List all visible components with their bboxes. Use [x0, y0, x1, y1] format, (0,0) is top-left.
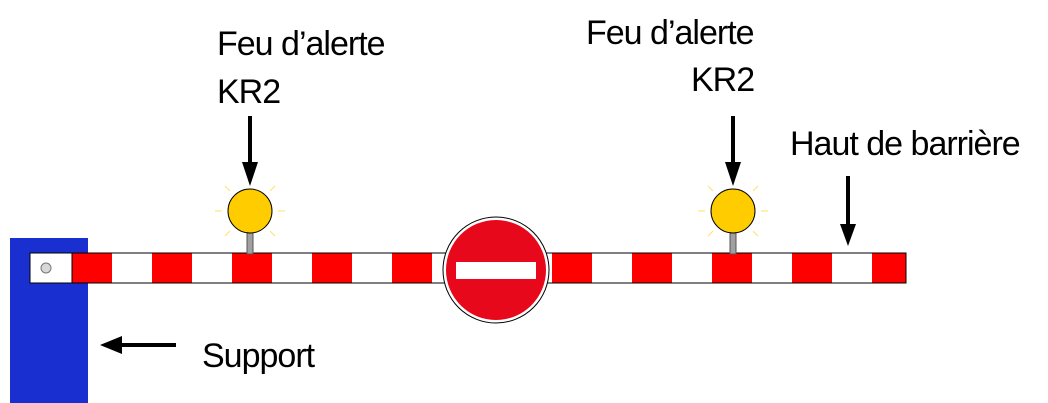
warning-light-icon: [710, 188, 756, 234]
right-warning-light: [698, 177, 768, 255]
stripe-white: [752, 253, 792, 283]
arrow-to-support: [100, 336, 176, 354]
left-light-label-line2: KR2: [217, 73, 280, 111]
right-light-label-line2: KR2: [691, 61, 754, 99]
stripe-red: [632, 253, 672, 283]
stripe-red: [872, 253, 906, 283]
arrow-to-right-light: [725, 116, 741, 186]
left-light-label-line1: Feu d’alerte: [217, 25, 385, 63]
stripe-white: [192, 253, 232, 283]
support-label: Support: [202, 337, 316, 375]
warning-light-icon: [227, 188, 273, 234]
left-warning-light: [215, 177, 285, 255]
stripe-white: [352, 253, 392, 283]
stripe-red: [792, 253, 832, 283]
stripe-red: [392, 253, 432, 283]
stripe-red: [152, 253, 192, 283]
stripe-white: [272, 253, 312, 283]
pivot-bolt: [40, 262, 52, 274]
stripe-white: [672, 253, 712, 283]
arrow-to-left-light: [242, 116, 258, 186]
bar-top-label: Haut de barrière: [790, 125, 1020, 163]
right-light-label-line1: Feu d’alerte: [586, 14, 754, 52]
stripe-red: [232, 253, 272, 283]
stripe-white: [112, 253, 152, 283]
stripe-white: [832, 253, 872, 283]
stripe-red: [712, 253, 752, 283]
arrow-to-bar-top: [840, 176, 856, 246]
no-entry-sign-icon: [442, 216, 550, 324]
stripe-red: [72, 253, 112, 283]
stripe-red: [312, 253, 352, 283]
stripe-white: [592, 253, 632, 283]
stripe-red: [552, 253, 592, 283]
